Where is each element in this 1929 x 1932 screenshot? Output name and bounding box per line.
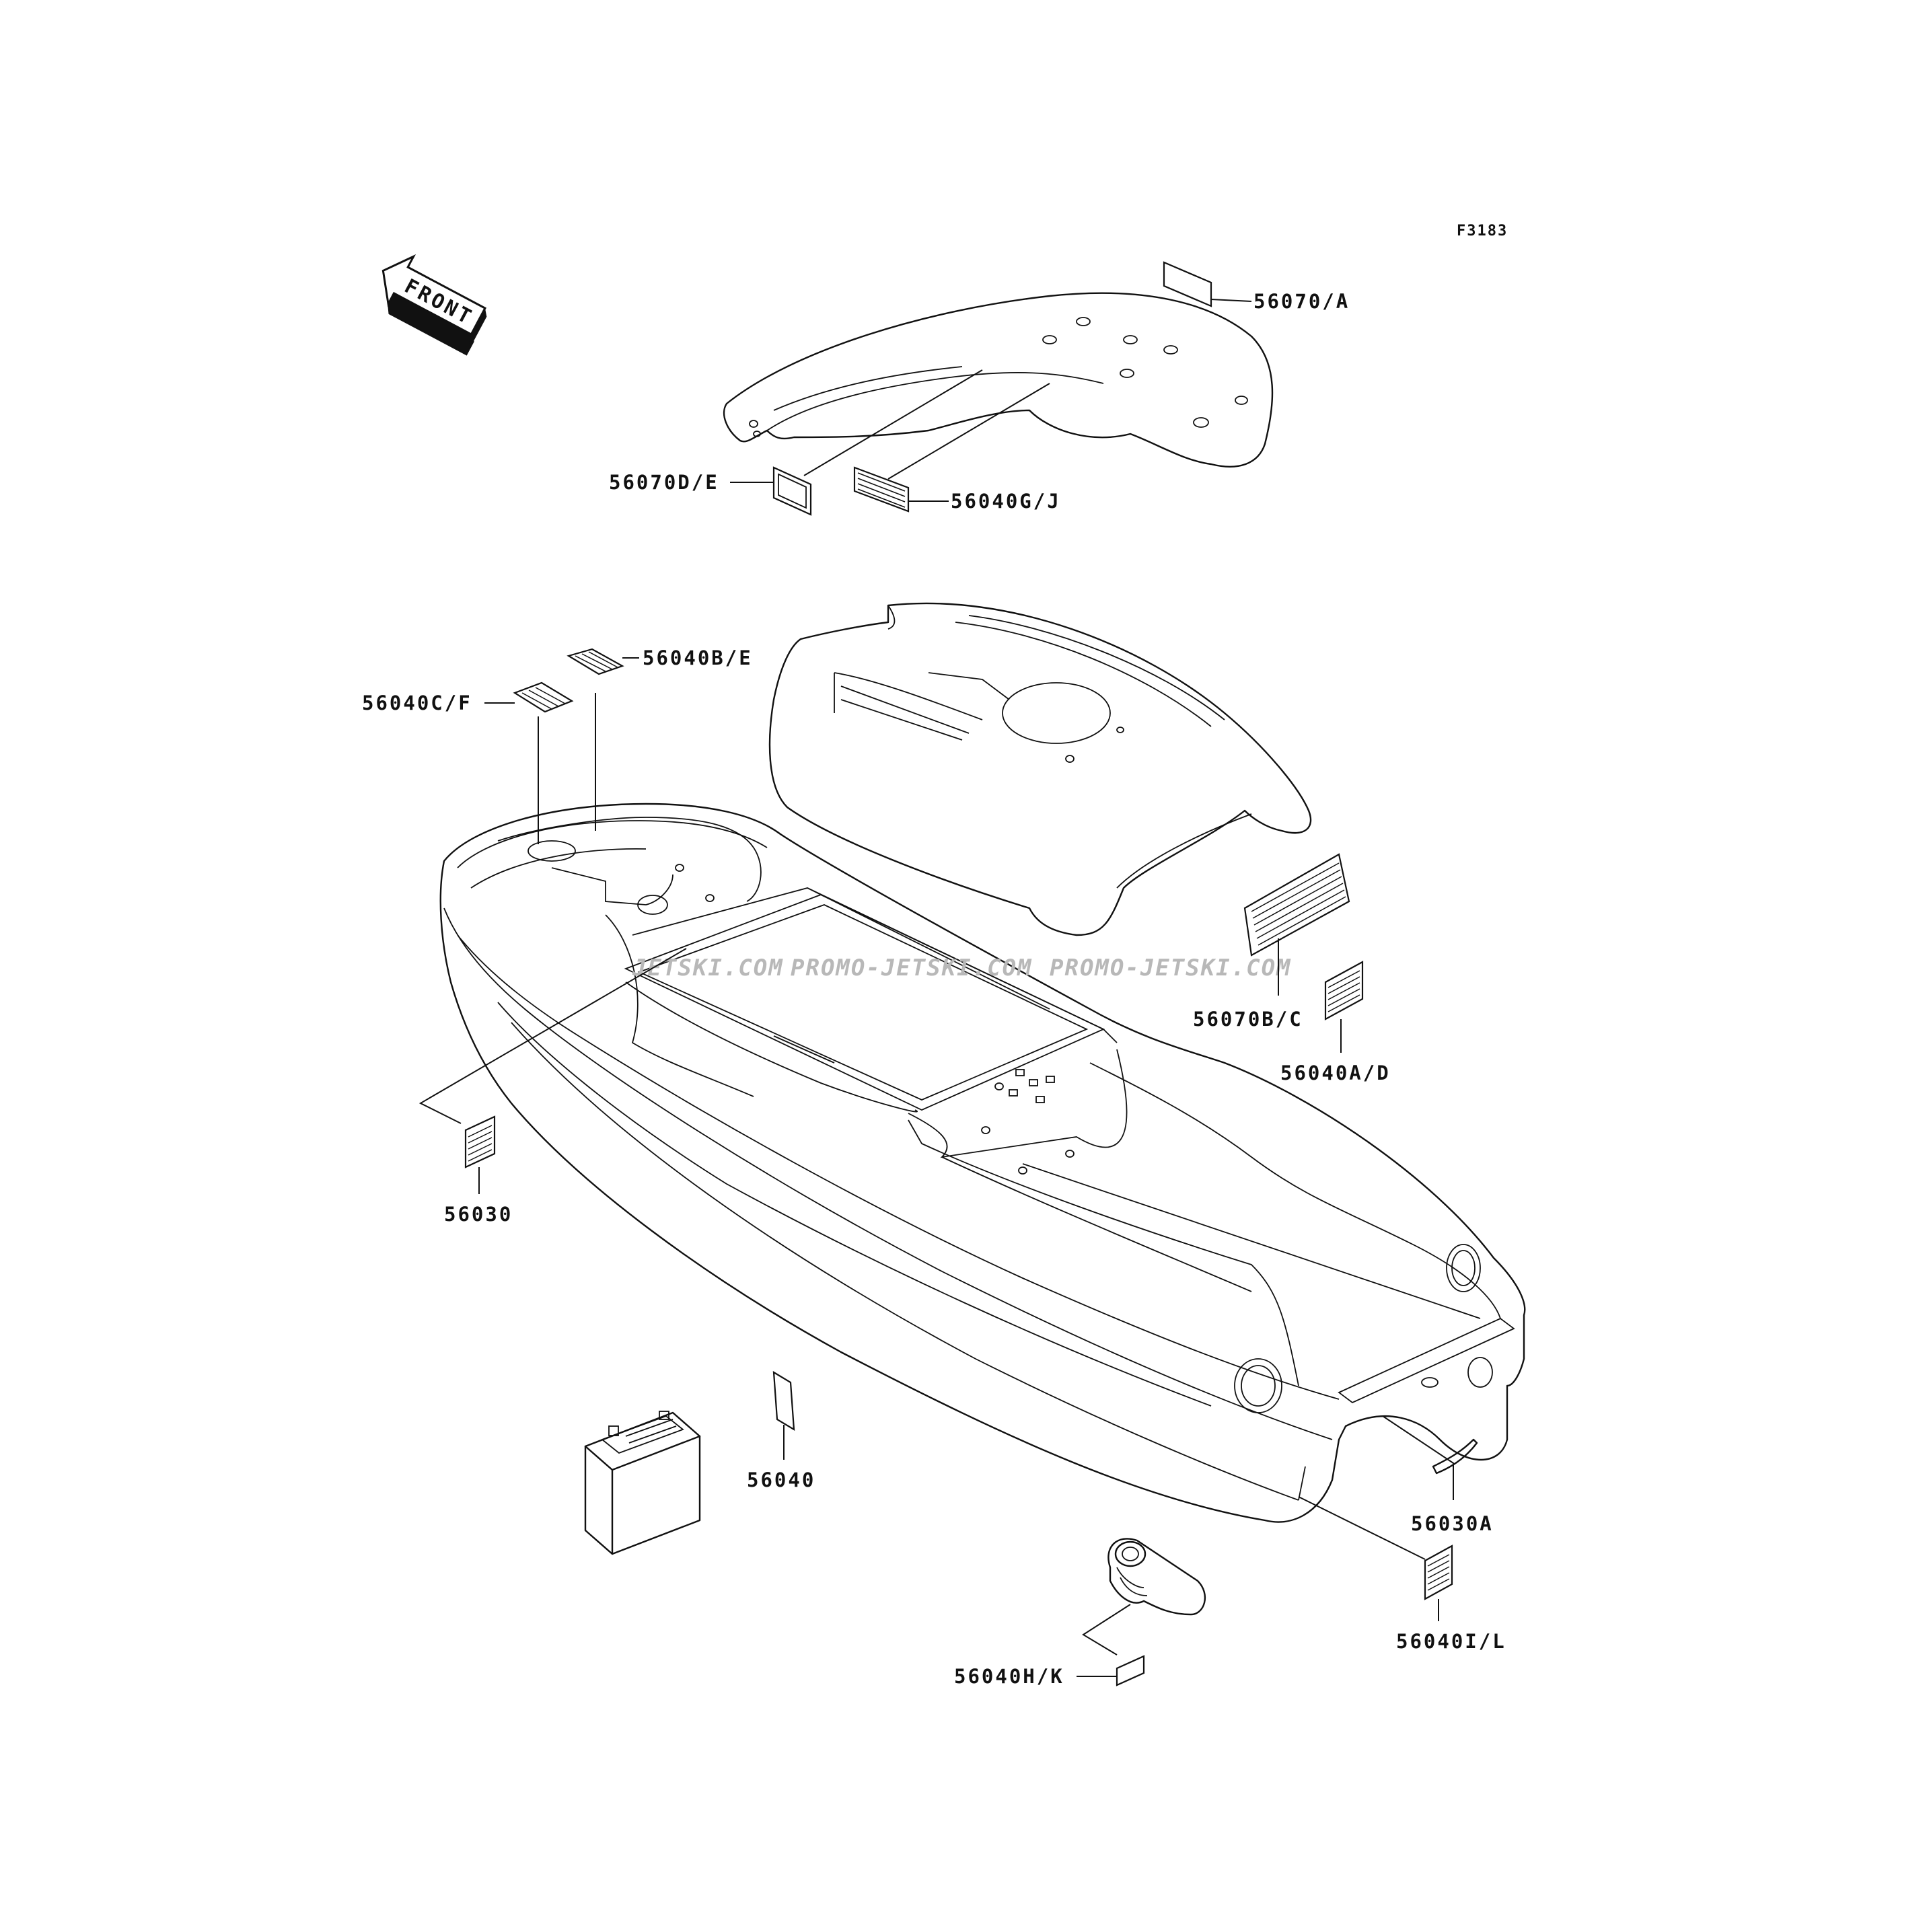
decal-56070A: 56070/A — [1163, 261, 1350, 313]
callout-56030A: 56030A — [1411, 1512, 1494, 1535]
decal-56030: 56030 — [418, 948, 687, 1226]
watermark-3: PROMO-JETSKI.COM — [1050, 955, 1292, 981]
callout-56070BC: 56070B/C — [1193, 1008, 1303, 1031]
hood-cover — [723, 292, 1274, 468]
callout-56040AD: 56040A/D — [1280, 1062, 1391, 1084]
decal-56040HK: 56040H/K — [954, 1604, 1145, 1688]
decal-56040BE: 56040B/E — [567, 646, 753, 831]
callout-56040CF: 56040C/F — [362, 692, 472, 714]
seat-cover — [768, 602, 1312, 936]
callout-56040BE: 56040B/E — [643, 646, 753, 669]
decal-56070DE: 56070D/E — [609, 369, 983, 516]
callout-56070DE: 56070D/E — [609, 471, 719, 494]
callout-56040GJ: 56040G/J — [951, 490, 1061, 513]
watermark: JETSKI.COM PROMO-JETSKI.COM PROMO-JETSKI… — [632, 955, 1292, 981]
decal-56070BC: 56070B/C — [1193, 853, 1350, 1031]
callout-56040: 56040 — [747, 1469, 815, 1491]
decal-56040IL: 56040I/L — [1298, 1496, 1506, 1653]
decal-56040AD: 56040A/D — [1280, 961, 1391, 1084]
battery-icon — [584, 1411, 701, 1555]
figure-id: F3183 — [1457, 223, 1508, 239]
rear-panel-holes — [981, 1069, 1075, 1175]
front-arrow-icon: FRONT — [381, 254, 487, 356]
decal-56040: 56040 — [747, 1370, 815, 1491]
callout-56070A: 56070/A — [1253, 290, 1350, 313]
decal-56040GJ: 56040G/J — [853, 383, 1061, 513]
callout-56040HK: 56040H/K — [954, 1665, 1064, 1688]
hull — [439, 803, 1526, 1523]
drain-plug-icon — [1107, 1538, 1206, 1616]
callout-56040IL: 56040I/L — [1396, 1630, 1506, 1653]
part-56030A: 56030A — [1382, 1415, 1494, 1535]
watermark-1: JETSKI.COM — [632, 955, 784, 981]
watermark-2: PROMO-JETSKI.COM — [791, 955, 1033, 981]
callout-56030: 56030 — [444, 1203, 513, 1226]
decal-56040CF: 56040C/F — [362, 681, 574, 844]
